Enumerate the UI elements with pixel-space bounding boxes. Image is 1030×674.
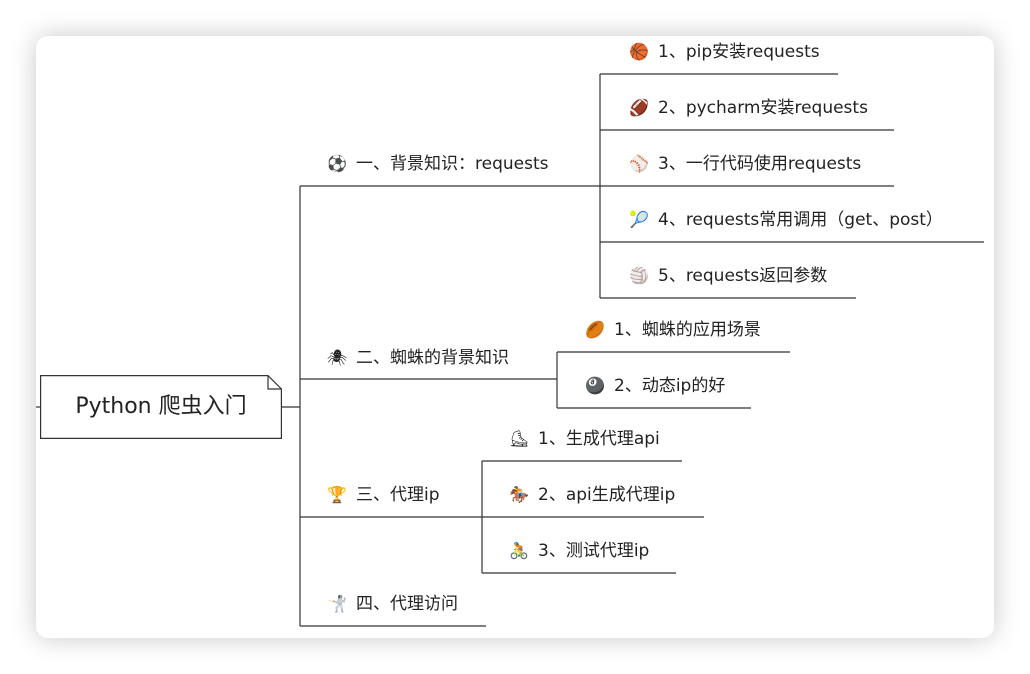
billiard-8-ball-icon: 🎱 — [585, 376, 605, 395]
leaf-label: 3、测试代理ip — [538, 541, 650, 561]
soccer-ball-icon: ⚽ — [327, 154, 347, 173]
leaf-node-spider-use-cases[interactable]: 🏉 1、蜘蛛的应用场景 — [584, 319, 761, 341]
leaf-node-return-params[interactable]: 🏐 5、requests返回参数 — [628, 265, 827, 287]
ice-skate-icon: ⛸ — [508, 429, 530, 448]
branch-node-proxy-access[interactable]: 🤺 四、代理访问 — [326, 593, 458, 615]
branch-label: 一、背景知识：requests — [356, 154, 549, 174]
connector-lines — [36, 73, 984, 627]
leaf-label: 5、requests返回参数 — [658, 266, 828, 286]
branch-node-proxy-ip[interactable]: 🏆 三、代理ip — [326, 484, 440, 506]
leaf-node-generate-proxy-api[interactable]: ⛸ 1、生成代理api — [508, 428, 660, 450]
leaf-node-one-line-code[interactable]: ⚾ 3、一行代码使用requests — [628, 153, 861, 175]
leaf-label: 1、蜘蛛的应用场景 — [614, 320, 761, 340]
leaf-label: 2、api生成代理ip — [538, 485, 676, 505]
root-node[interactable]: Python 爬虫入门 — [40, 375, 282, 439]
leaf-label: 1、生成代理api — [538, 429, 660, 449]
spider-icon: 🕷 — [326, 348, 348, 367]
baseball-icon: ⚾ — [629, 154, 649, 173]
branch-label: 四、代理访问 — [356, 594, 458, 614]
leaf-node-common-calls[interactable]: 🎾 4、requests常用调用（get、post） — [628, 209, 943, 231]
horse-racing-icon: 🏇 — [509, 485, 529, 504]
leaf-node-api-generate-proxy-ip[interactable]: 🏇 2、api生成代理ip — [508, 484, 675, 506]
branch-node-background-requests[interactable]: ⚽ 一、背景知识：requests — [326, 153, 548, 175]
american-football-icon: 🏈 — [629, 98, 649, 117]
root-node-label: Python 爬虫入门 — [75, 394, 247, 419]
leaf-node-dynamic-ip[interactable]: 🎱 2、动态ip的好 — [584, 375, 725, 397]
trophy-icon: 🏆 — [327, 485, 347, 504]
leaf-label: 2、动态ip的好 — [614, 376, 726, 396]
rugby-ball-icon: 🏉 — [585, 320, 605, 339]
leaf-label: 3、一行代码使用requests — [658, 154, 862, 174]
branch-label: 三、代理ip — [356, 485, 440, 505]
root-node-frame — [40, 375, 282, 439]
leaf-node-pip-install[interactable]: 🏀 1、pip安装requests — [628, 41, 820, 63]
tennis-ball-icon: 🎾 — [629, 210, 649, 229]
leaf-label: 1、pip安装requests — [658, 42, 820, 62]
cyclist-icon: 🚴 — [509, 541, 529, 560]
mindmap-canvas: Python 爬虫入门 ⚽ 一、背景知识：requests 🏀 1、pip安装req… — [36, 36, 994, 638]
leaf-label: 4、requests常用调用（get、post） — [658, 210, 943, 230]
fencing-icon: 🤺 — [327, 594, 347, 613]
leaf-node-test-proxy-ip[interactable]: 🚴 3、测试代理ip — [508, 540, 649, 562]
volleyball-icon: 🏐 — [629, 266, 649, 285]
branch-node-spider-background[interactable]: 🕷 二、蜘蛛的背景知识 — [326, 347, 509, 369]
branch-label: 二、蜘蛛的背景知识 — [356, 348, 509, 368]
leaf-node-pycharm-install[interactable]: 🏈 2、pycharm安装requests — [628, 97, 868, 119]
basketball-icon: 🏀 — [629, 42, 649, 61]
leaf-label: 2、pycharm安装requests — [658, 98, 868, 118]
